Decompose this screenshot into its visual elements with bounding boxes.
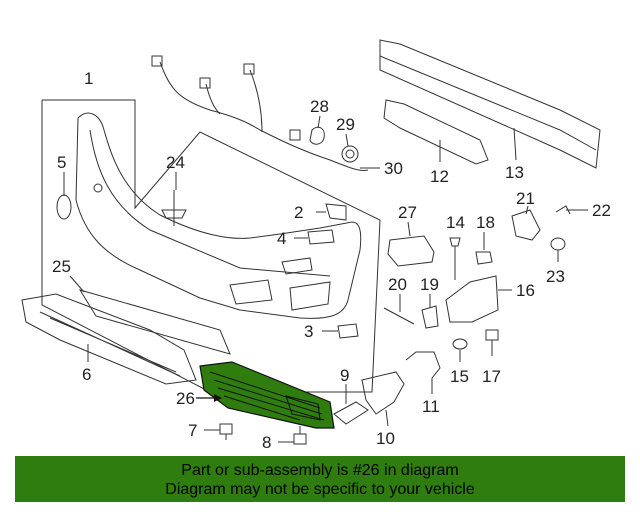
part-26-grille[interactable] (199, 361, 335, 429)
part-11-spring (405, 351, 441, 379)
part-29-ring (341, 145, 359, 163)
part-25-trim (78, 289, 231, 355)
part-7-bolt (219, 423, 233, 440)
part-5-reflector (56, 194, 72, 220)
part-3-clip (337, 323, 359, 339)
callout-19: 19 (420, 275, 439, 294)
leader-10 (385, 409, 389, 427)
wiring-harness-branch (205, 69, 263, 133)
info-banner: Part or sub-assembly is #26 in diagram D… (15, 456, 625, 502)
callout-6: 6 (82, 365, 91, 384)
callout-17: 17 (482, 367, 501, 386)
part-19-bracket (421, 305, 439, 329)
callout-8: 8 (262, 433, 271, 452)
callout-21: 21 (516, 189, 535, 208)
part-17-bolt (485, 329, 499, 356)
part-15-nut (452, 338, 468, 350)
bumper-group-outline (41, 99, 381, 393)
leader-29 (345, 133, 349, 147)
harness-connector-1 (151, 55, 163, 67)
part-23-clip (550, 237, 566, 251)
callout-24: 24 (166, 153, 185, 172)
part-28-sensor (309, 126, 325, 145)
callout-26: 26 (176, 389, 195, 408)
callout-4: 4 (277, 229, 286, 248)
callout-23: 23 (546, 267, 565, 286)
callout-3: 3 (304, 322, 313, 341)
part-20-rod (383, 307, 415, 325)
part-26-grille-slats (209, 371, 325, 421)
banner-line-2: Diagram may not be specific to your vehi… (165, 481, 475, 498)
part-16-mount (445, 275, 499, 323)
callout-1: 1 (84, 69, 93, 88)
callout-5: 5 (57, 153, 66, 172)
part-6-undertray-ribs (39, 311, 181, 377)
bumper-cover (75, 112, 362, 319)
leader-28 (317, 115, 321, 129)
callout-22: 22 (592, 201, 611, 220)
part-29-ring-inner (345, 149, 355, 159)
leader-27 (407, 221, 411, 237)
part-26-grille-body[interactable] (199, 361, 335, 429)
part-8-bolt (293, 426, 307, 445)
part-6-undertray (21, 293, 197, 385)
part-22-screw (555, 205, 588, 215)
callout-27: 27 (398, 203, 417, 222)
harness-connector-4 (289, 129, 301, 141)
callout-16: 16 (516, 281, 535, 300)
bumper-sensor-hole (93, 183, 103, 193)
part-26-fog-opening (285, 395, 321, 421)
part-10-bracket (361, 371, 405, 415)
callout-30: 30 (384, 159, 403, 178)
leader-13 (513, 127, 517, 161)
callout-28: 28 (310, 97, 329, 116)
harness-connector-3 (243, 63, 255, 75)
wiring-harness (159, 61, 369, 171)
leader-26-arrowhead (214, 394, 222, 402)
part-14-bolt (449, 237, 461, 280)
part-2-clip (325, 203, 347, 221)
bumper-cover-inner-edge (89, 129, 331, 277)
part-18-nut (475, 251, 493, 265)
callout-25: 25 (52, 257, 71, 276)
callout-2: 2 (294, 203, 303, 222)
bumper-fog-opening-right (281, 257, 313, 275)
harness-connector-2 (199, 77, 211, 89)
callout-7: 7 (188, 421, 197, 440)
parts-diagram: 1 2 3 4 5 6 7 8 9 10 11 12 13 14 15 16 1… (21, 39, 611, 452)
callout-13: 13 (505, 163, 524, 182)
callout-20: 20 (388, 275, 407, 294)
bumper-lower-opening (229, 279, 273, 305)
callout-29: 29 (336, 115, 355, 134)
callout-12: 12 (430, 167, 449, 186)
part-24-bracket (161, 190, 187, 226)
leader-25 (69, 275, 85, 293)
callout-11: 11 (422, 397, 440, 416)
part-9-cap (333, 401, 369, 425)
part-21-bracket (511, 209, 541, 241)
leader-21 (525, 205, 529, 215)
callout-15: 15 (450, 367, 469, 386)
bumper-side-opening (289, 281, 331, 311)
part-13-reinforcement (379, 39, 601, 169)
callout-10: 10 (376, 429, 395, 448)
callout-18: 18 (476, 213, 495, 232)
callout-14: 14 (446, 213, 465, 232)
part-27-module (387, 235, 435, 267)
part-13-reinforcement-edge (379, 55, 597, 151)
part-12-absorber (383, 99, 489, 165)
banner-line-1: Part or sub-assembly is #26 in diagram (181, 462, 459, 479)
callout-9: 9 (340, 366, 349, 385)
part-4-clip (307, 229, 335, 245)
